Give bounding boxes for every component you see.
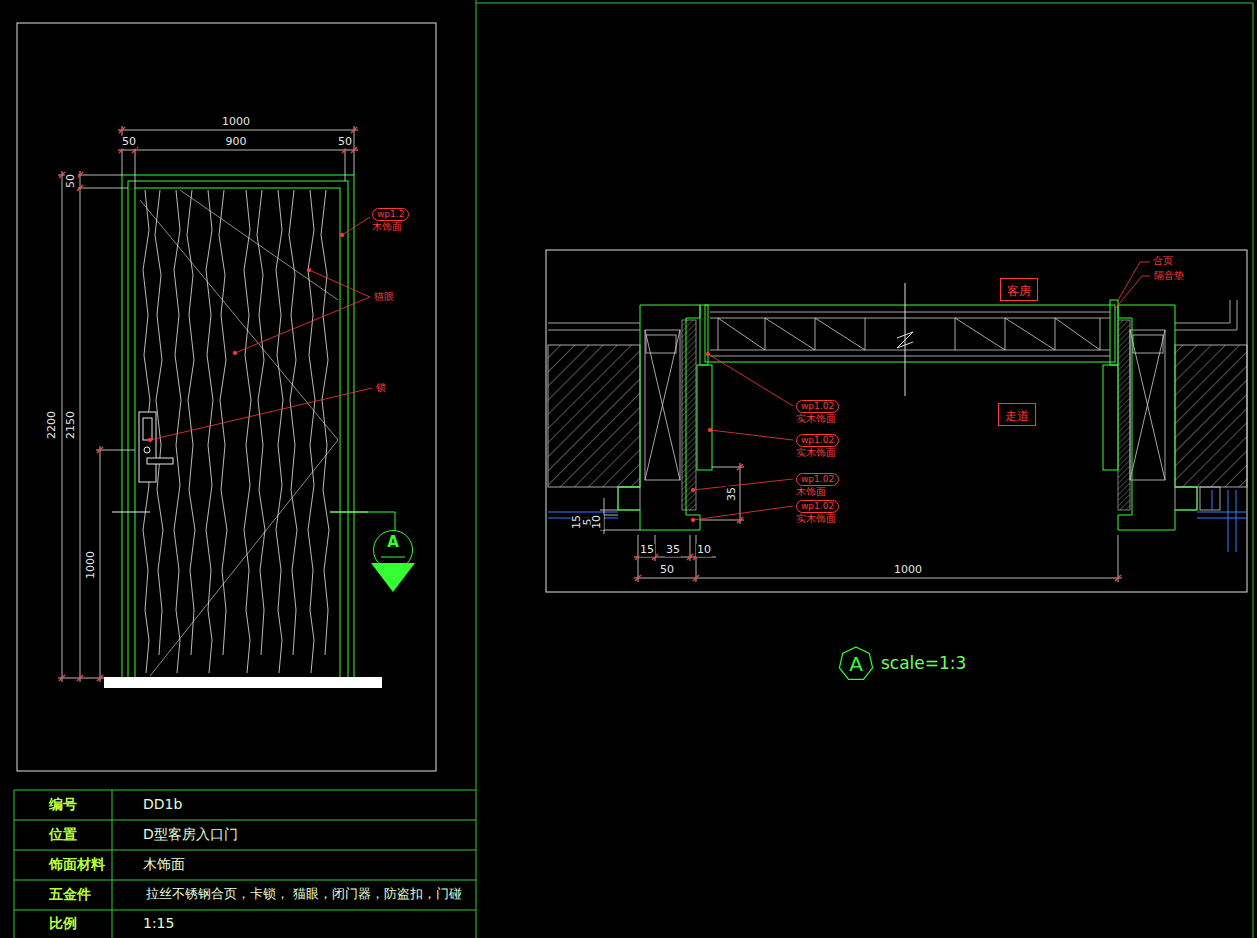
scale-note: scale=1:3 (880, 654, 967, 674)
dimension: 2150 (65, 410, 78, 440)
material-code: wp1.02 (796, 500, 839, 513)
material-name: 木饰面 (372, 221, 402, 232)
callout-tag: wp1.02实木饰面 (796, 500, 839, 524)
material-name: 实木饰面 (796, 447, 836, 458)
dimension: 50 (659, 564, 675, 577)
table-cell: 1:15 (142, 915, 175, 931)
node-text: A (838, 646, 874, 682)
dimension: 50 (65, 173, 78, 189)
callout-label: 锁 (375, 383, 387, 394)
callout-tag: wp1.02实木饰面 (796, 400, 839, 424)
dimension: 10 (591, 514, 604, 530)
table-cell: 拉丝不锈钢合页，卡锁， 猫眼，闭门器，防盗扣，门碰 (145, 887, 463, 901)
room-label-box: 走道 (998, 403, 1036, 426)
section-symbol: A (373, 530, 413, 570)
material-code: wp1.02 (796, 400, 839, 413)
callout-label: 隔音垫 (1153, 271, 1185, 282)
dimension: 35 (726, 486, 739, 502)
dimension: 10 (696, 544, 712, 557)
material-code: wp1.02 (796, 473, 839, 486)
table-cell: D型客房入口门 (142, 826, 239, 842)
material-name: 木饰面 (796, 486, 826, 497)
callout-label: 猫眼 (373, 292, 395, 303)
dimension: 1000 (221, 116, 251, 129)
dimension: 1000 (85, 550, 98, 580)
callout-tag: wp1.02木饰面 (796, 473, 839, 497)
callout-label: 合页 (1152, 256, 1174, 267)
node-text: 客房 (1007, 284, 1031, 298)
node-text: 走道 (1005, 409, 1029, 423)
table-cell: DD1b (142, 796, 183, 812)
callout-tag: wp1.02实木饰面 (796, 434, 839, 458)
callout-tag: wp1.2木饰面 (372, 208, 409, 232)
node-text: A (374, 531, 412, 551)
table-cell: 五金件 (48, 886, 92, 902)
dimension: 900 (225, 136, 248, 149)
dimension: 1000 (893, 564, 923, 577)
material-code: wp1.2 (372, 208, 409, 221)
dimension: 2200 (46, 410, 59, 440)
room-label-box: 客房 (1000, 278, 1038, 301)
dimension: 35 (665, 544, 681, 557)
section-title-symbol: A (838, 646, 874, 682)
material-code: wp1.02 (796, 434, 839, 447)
table-cell: 位置 (48, 826, 78, 842)
table-cell: 木饰面 (142, 856, 186, 872)
material-name: 实木饰面 (796, 413, 836, 424)
dimension: 50 (337, 136, 353, 149)
table-cell: 饰面材料 (48, 856, 106, 872)
material-name: 实木饰面 (796, 513, 836, 524)
table-cell: 编号 (48, 796, 78, 812)
table-cell: 比例 (48, 915, 78, 931)
dimension: 50 (121, 136, 137, 149)
dimension: 15 (639, 544, 655, 557)
